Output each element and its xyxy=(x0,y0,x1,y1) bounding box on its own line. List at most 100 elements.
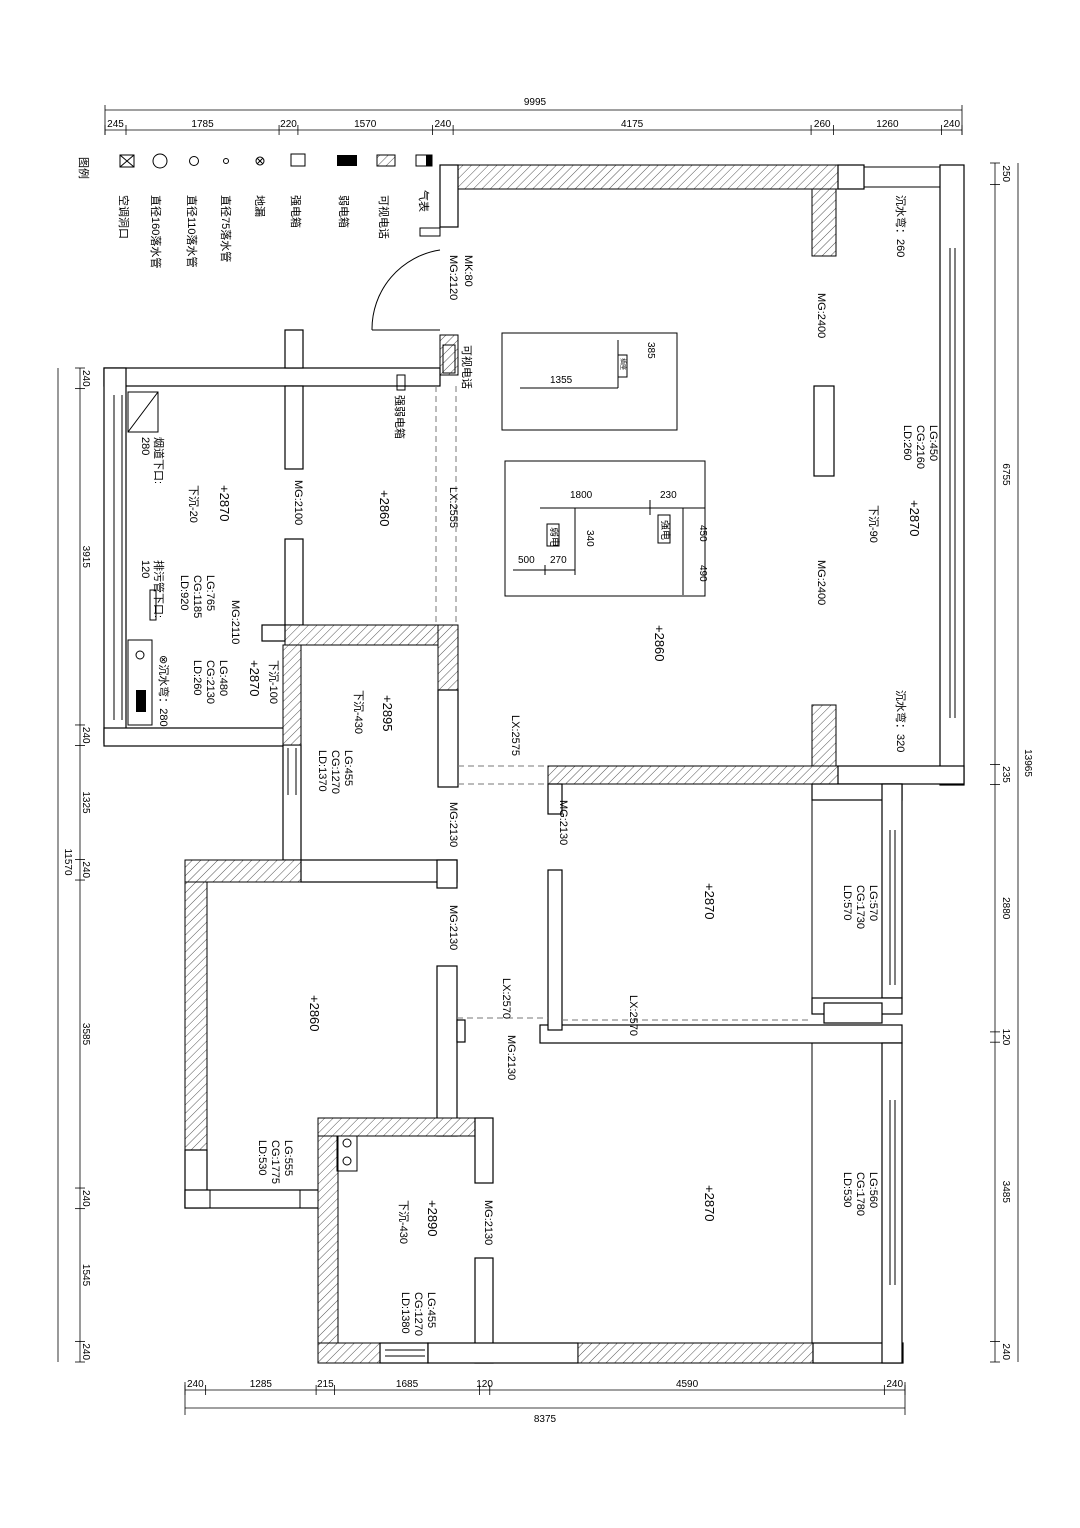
mg2130-c-label: MG:2130 xyxy=(447,905,459,950)
strong-box-icon xyxy=(290,153,306,167)
dimension-value: 4175 xyxy=(621,119,644,130)
dimension-value: 2880 xyxy=(1000,897,1011,920)
dimension-value: 235 xyxy=(1000,766,1011,783)
dim-450: 450 xyxy=(697,525,708,542)
bedroom1-window-lg: LG:570 xyxy=(867,885,879,921)
dimension-value: 3485 xyxy=(1000,1181,1011,1204)
living-height-label: +2870 xyxy=(907,500,922,537)
dimension-value: 3585 xyxy=(80,1023,91,1046)
dim-left-total: 11570 xyxy=(62,848,73,876)
balcony-sink-label: ⊗沉水弯：280 xyxy=(157,655,171,727)
bedroom1-window-ld: LD:570 xyxy=(841,885,853,920)
dimension-value: 1570 xyxy=(354,119,377,130)
intercom-icon xyxy=(442,344,456,374)
kitchen-window-ld: LD:920 xyxy=(178,575,190,610)
fixtures xyxy=(113,227,706,1357)
annotations: MK:80 MG:2120 可视电话 强弱电箱 MG:2400 MG:2400 … xyxy=(139,195,939,1336)
lx2555-label: LX:2555 xyxy=(447,487,459,528)
mg2400-bottom-label: MG:2400 xyxy=(815,560,827,605)
legend-label-intercom: 可视电话 xyxy=(377,195,391,239)
bath2-window-lg: LG:455 xyxy=(425,1292,437,1328)
dimension-value: 240 xyxy=(80,370,91,387)
bedroom2-window-cg: CG:1775 xyxy=(269,1140,281,1184)
strong-weak-label: 强弱电箱 xyxy=(393,395,407,439)
dimension-value: 240 xyxy=(434,119,451,130)
door-mk-label: MK:80 xyxy=(462,255,474,287)
dimension-value: 250 xyxy=(1000,165,1011,182)
bedroom2-window-lg: LG:555 xyxy=(282,1140,294,1176)
pipe-75-icon xyxy=(223,158,229,164)
weak-box-icon xyxy=(337,155,357,166)
legend-label-strong: 强电箱 xyxy=(289,195,303,228)
floor-drain-icon xyxy=(255,156,265,166)
dimension-value: 1785 xyxy=(191,119,214,130)
sewer-value: 120 xyxy=(139,560,151,578)
dimension-value: 240 xyxy=(80,861,91,878)
bath1-drop-label: 下沉-430 xyxy=(352,690,365,734)
dim-top-total: 9995 xyxy=(524,97,547,108)
kitchen-window-lg: LG:765 xyxy=(204,575,216,611)
bath1-window-ld: LD:1370 xyxy=(316,750,328,792)
bedroom2-height-label: +2860 xyxy=(307,995,322,1032)
sink-260-label: 沉水弯：260 xyxy=(894,195,908,257)
strong-outlet-label: 强电 xyxy=(659,520,672,540)
strong-weak-box-icon xyxy=(396,374,406,391)
dimension-value: 6755 xyxy=(1000,463,1011,486)
bath2-window-cg: CG:1270 xyxy=(412,1292,424,1336)
legend: 图例 空调洞口 直径160落水管 直径110落水管 直径75落水管 地漏 强电箱… xyxy=(77,153,433,268)
legend-label-gas: 气表 xyxy=(417,190,431,212)
legend-label-110: 直径110落水管 xyxy=(185,195,199,268)
dimension-value: 240 xyxy=(187,1379,204,1390)
socket-label: 插座 xyxy=(619,358,627,370)
master-window-ld: LD:530 xyxy=(841,1172,853,1207)
flue-value: 280 xyxy=(139,437,151,455)
living-window-ld: LD:260 xyxy=(901,425,913,460)
mg2110-label: MG:2110 xyxy=(229,600,241,644)
bath2-height-label: +2890 xyxy=(425,1200,440,1237)
dimension-value: 220 xyxy=(280,119,297,130)
dimension-value: 1545 xyxy=(80,1264,91,1287)
dimension-value: 1325 xyxy=(80,791,91,814)
weak-outlet-label: 弱电 xyxy=(548,527,561,547)
bath1-window-cg: CG:1270 xyxy=(329,750,341,794)
dim-230: 230 xyxy=(660,490,677,501)
bath2-window-ld: LD:1380 xyxy=(399,1292,411,1334)
balcony-window-lg: LG:480 xyxy=(217,660,229,696)
kitchen-window-cg: CG:1185 xyxy=(191,575,203,618)
sink-320-label: 沉水弯：320 xyxy=(894,690,908,752)
dimension-value: 260 xyxy=(814,119,831,130)
kitchen2-drop-label: 下沉-20 xyxy=(187,485,200,523)
dim-bottom-total: 8375 xyxy=(534,1414,557,1425)
legend-label-weak: 弱电箱 xyxy=(337,195,351,228)
dimension-value: 1285 xyxy=(250,1379,273,1390)
kitchen2-height-label: +2870 xyxy=(217,485,232,522)
dimension-value: 240 xyxy=(943,119,960,130)
dimension-value: 240 xyxy=(80,1190,91,1207)
bath1-height-label: +2895 xyxy=(380,695,395,732)
dimension-value: 1685 xyxy=(396,1379,419,1390)
dimension-value: 215 xyxy=(317,1379,334,1390)
dimension-value: 240 xyxy=(886,1379,903,1390)
ac-hole-icon xyxy=(119,154,135,168)
sewer-label: 排污管下口: xyxy=(152,560,166,618)
dim-490: 490 xyxy=(697,565,708,582)
pipe-160-icon xyxy=(152,153,168,169)
dimension-value: 240 xyxy=(80,727,91,744)
master-window-cg: CG:1780 xyxy=(854,1172,866,1216)
living-height2-label: +2860 xyxy=(652,625,667,662)
dimension-value: 120 xyxy=(476,1379,493,1390)
balcony-height-label: +2870 xyxy=(247,660,262,697)
bath2-drop-label: 下沉-430 xyxy=(397,1200,410,1244)
dim-385: 385 xyxy=(645,342,656,359)
openings xyxy=(435,386,812,1021)
master-height-label: +2870 xyxy=(702,1185,717,1222)
mg2400-top-label: MG:2400 xyxy=(815,293,827,338)
mg2130-b-label: MG:2130 xyxy=(557,800,569,845)
balcony-drop-label: 下沉-100 xyxy=(267,660,280,704)
dim-340: 340 xyxy=(584,530,595,547)
bedroom1-height-label: +2870 xyxy=(702,883,717,920)
